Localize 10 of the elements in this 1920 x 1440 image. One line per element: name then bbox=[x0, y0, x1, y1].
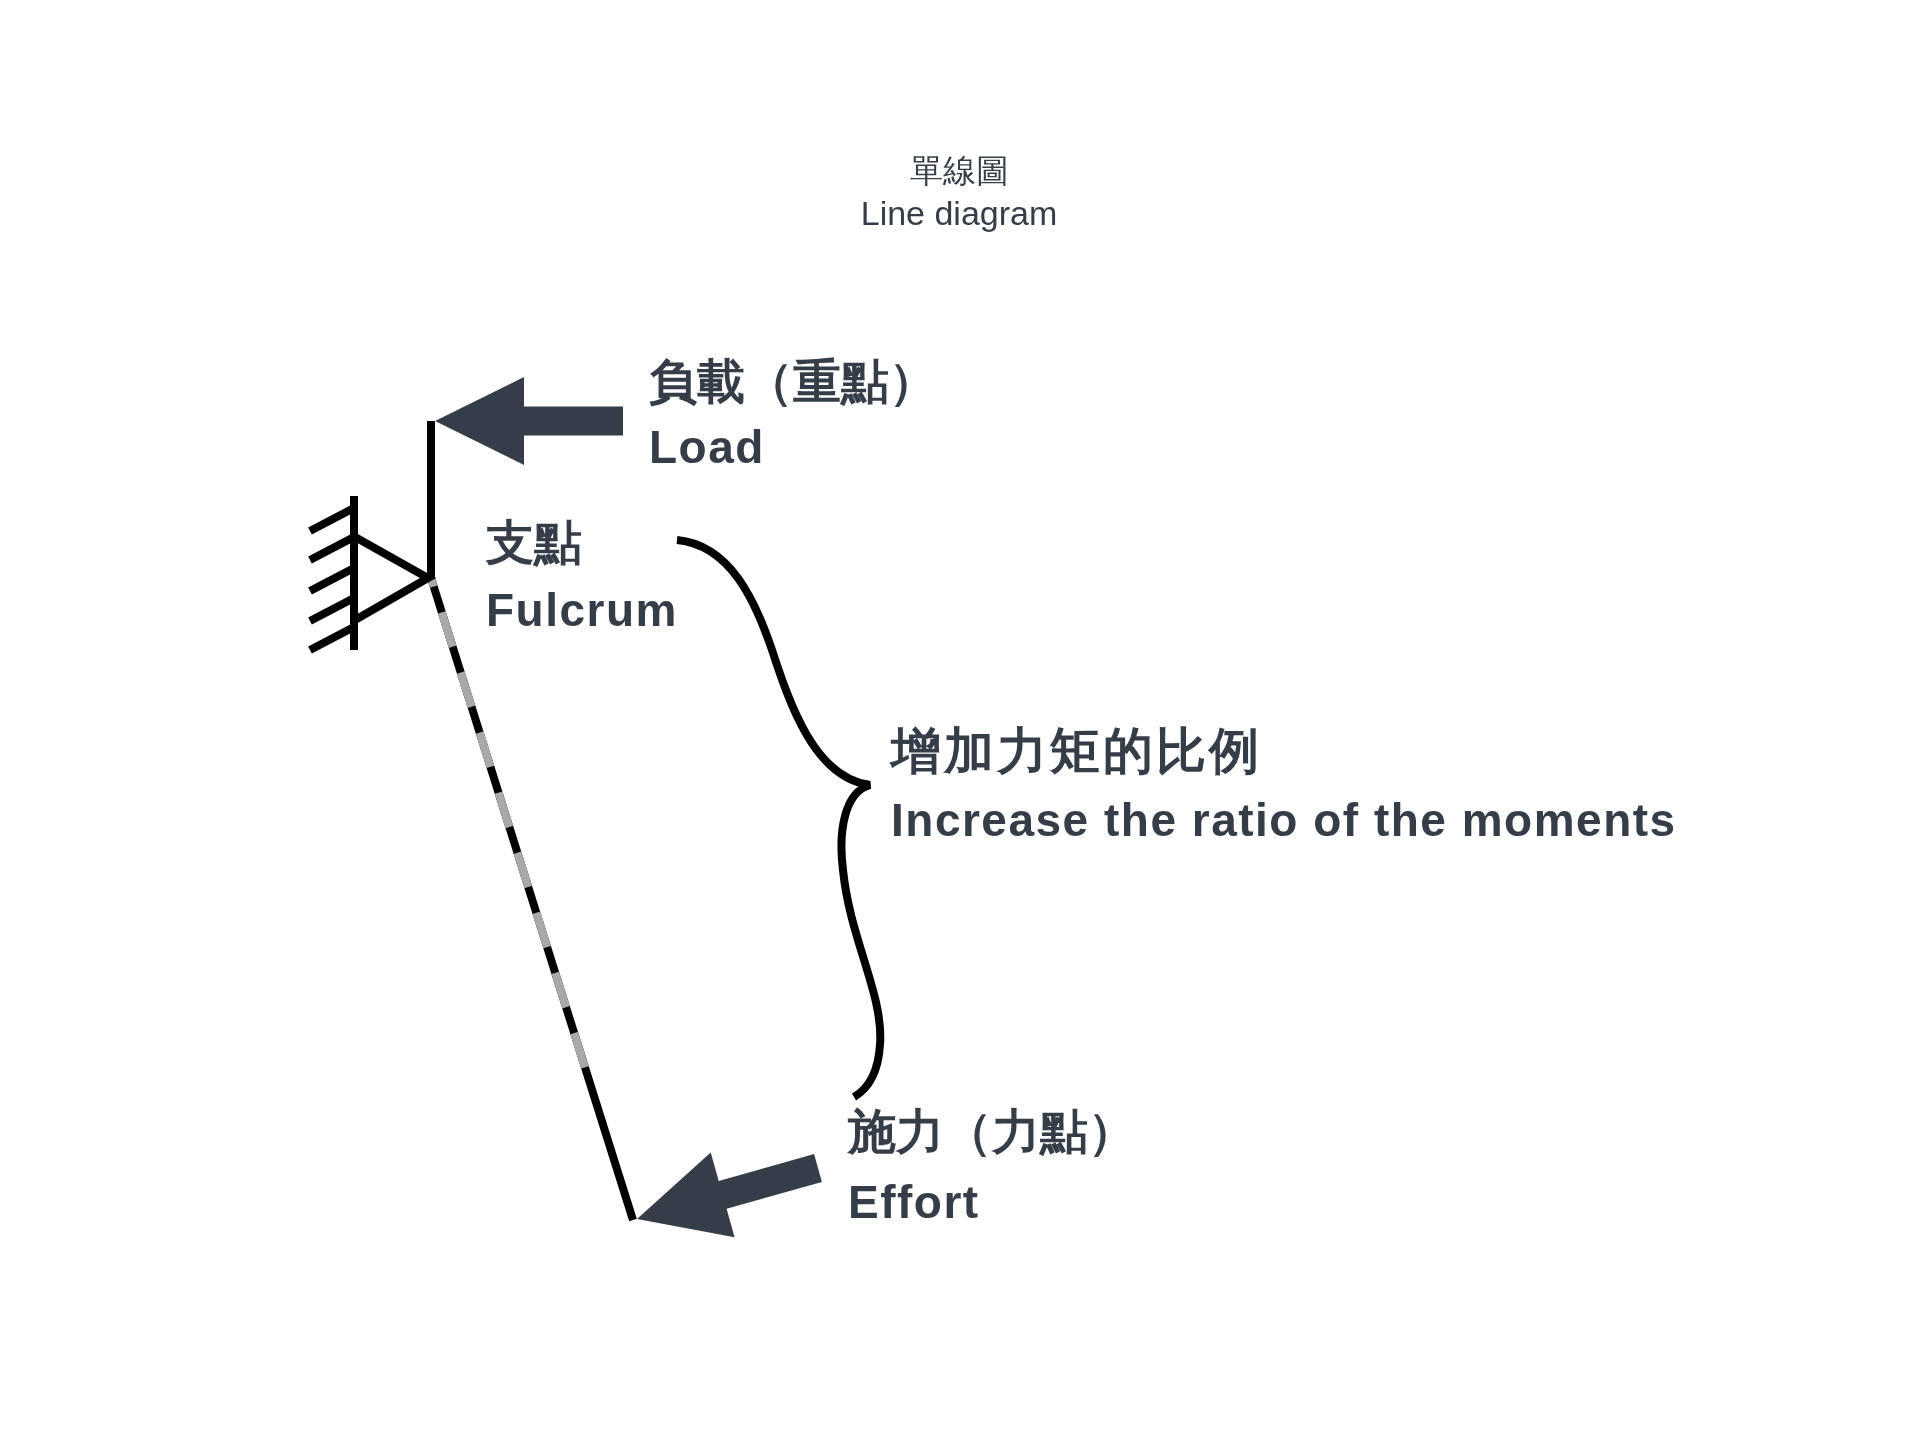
load-label: 負載（重點） bbox=[649, 358, 937, 406]
fulcrum-label: Fulcrum bbox=[486, 587, 678, 633]
fulcrum-label: 支點 bbox=[486, 519, 582, 567]
effort-label: 施力（力點） bbox=[848, 1108, 1136, 1156]
load-label: Load bbox=[649, 424, 765, 470]
bracket-label: Increase the ratio of the moments bbox=[891, 797, 1677, 843]
effort-label: Effort bbox=[848, 1179, 980, 1225]
diagram-title: 單線圖 bbox=[909, 154, 1009, 187]
bracket-label: 增加力矩的比例 bbox=[891, 726, 1262, 776]
diagram-subtitle: Line diagram bbox=[860, 196, 1058, 230]
